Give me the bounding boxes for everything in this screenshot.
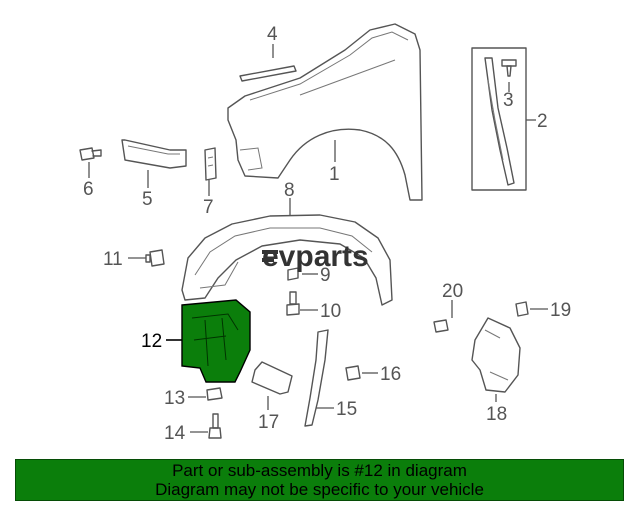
callout-17: 17: [258, 412, 279, 433]
part-4-molding: [239, 65, 297, 82]
banner-line-2: Diagram may not be specific to your vehi…: [155, 480, 484, 499]
evparts-logo: evparts: [262, 240, 369, 273]
part-9-fastener: [287, 267, 299, 281]
callout-7: 7: [203, 197, 214, 218]
callout-4: 4: [267, 24, 278, 45]
part-15-strip: [304, 329, 329, 427]
callout-12: 12: [141, 331, 162, 352]
callout-8: 8: [284, 180, 295, 201]
banner-line-1: Part or sub-assembly is #12 in diagram: [172, 461, 467, 480]
part-12-splash-shield[interactable]: [181, 299, 251, 383]
part-8-liner: [181, 214, 393, 306]
parts-diagram: evparts 1 2 3 4 5 6 7 8 9 10 11: [79, 23, 571, 444]
logo-text: evparts: [262, 240, 369, 273]
callout-13: 13: [164, 388, 185, 409]
callout-labels: 1 2 3 4 5 6 7 8 9 10 11 12 13 14 15 16 1…: [83, 24, 571, 444]
callout-19: 19: [550, 300, 571, 321]
part-20-bolt: [433, 319, 449, 333]
callout-6: 6: [83, 179, 94, 200]
callout-15: 15: [336, 399, 357, 420]
callout-2: 2: [537, 111, 548, 132]
callout-11: 11: [103, 249, 123, 270]
callout-18: 18: [486, 404, 507, 425]
leader-lines: [88, 44, 548, 433]
part-7-clip: [204, 147, 217, 181]
part-5-bracket: [121, 139, 187, 169]
callout-14: 14: [164, 423, 186, 444]
info-banner: Part or sub-assembly is #12 in diagram D…: [15, 459, 624, 501]
part-14-bolt: [208, 413, 222, 439]
part-13-nut: [206, 387, 223, 401]
part-10-bolt: [286, 291, 300, 316]
callout-20: 20: [442, 281, 463, 302]
part-1-fender: [227, 23, 423, 201]
callout-16: 16: [380, 364, 401, 385]
part-17-pad: [251, 361, 293, 395]
part-2-bracket: [471, 47, 527, 191]
part-19-clip: [515, 301, 529, 317]
part-11-bolt: [145, 249, 165, 267]
callout-9: 9: [320, 265, 331, 286]
callout-10: 10: [320, 301, 341, 322]
part-18-mudflap: [471, 317, 521, 393]
callout-5: 5: [142, 189, 153, 210]
part-6-bolt: [79, 147, 102, 161]
part-3-screw: [501, 59, 517, 77]
callout-3: 3: [503, 90, 514, 111]
part-16-bolt: [345, 365, 361, 381]
callout-1: 1: [329, 164, 340, 185]
